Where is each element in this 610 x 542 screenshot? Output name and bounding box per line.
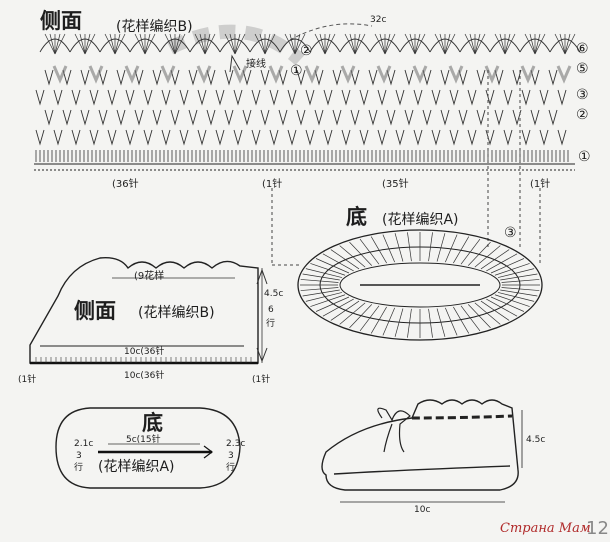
- page-number: 12: [586, 518, 609, 539]
- arrow: [256, 347, 268, 363]
- shoe-illustration: [321, 399, 523, 503]
- shoe-height-label: 4.5c: [526, 435, 546, 445]
- join-label: 接线: [246, 59, 266, 70]
- side-left-count: (1针: [18, 375, 37, 385]
- sole-left-unit: 行: [74, 463, 84, 473]
- sole-marker: ③: [504, 225, 517, 241]
- round-marker-2b: ②: [300, 43, 313, 59]
- chain-count-label: 32c: [370, 15, 387, 25]
- side-bottom-label: 10c(36针: [124, 371, 165, 381]
- round-marker-6: ⑥: [576, 41, 589, 57]
- stitch-count-right: (35针: [382, 179, 409, 190]
- diagram-title: 侧面: [40, 8, 82, 33]
- side-right-count: (1针: [252, 375, 271, 385]
- sole-subtitle: (花样编织A): [382, 212, 459, 228]
- sole-left-dim: 2.1c: [74, 439, 94, 449]
- join-arrow-line: [289, 23, 373, 41]
- stitch-chart: [34, 33, 581, 171]
- sole-left-rows: 3: [76, 451, 82, 461]
- side-rows-unit: 行: [266, 319, 276, 329]
- sole-panel-title: 底: [142, 410, 163, 435]
- side-title: 侧面: [74, 298, 116, 323]
- stitch-count-end: (1针: [530, 179, 551, 190]
- round-marker-5: ⑤: [576, 61, 589, 77]
- side-width-label: 10c(36针: [124, 347, 165, 357]
- round-marker-2: ②: [576, 107, 589, 123]
- arrow: [256, 268, 268, 285]
- diagram-subtitle: (花样编织B): [116, 19, 193, 35]
- round-marker-3: ③: [576, 87, 589, 103]
- sole-panel-subtitle: (花样编织A): [98, 459, 175, 475]
- sole-right-unit: 行: [226, 463, 236, 473]
- stitch-count-left: (36针: [112, 179, 139, 190]
- sole-stitch-chart: [297, 229, 543, 341]
- sole-right-rows: 3: [228, 451, 234, 461]
- round-marker-1b: ①: [290, 63, 303, 79]
- side-top-label: (9花样: [134, 271, 165, 282]
- sole-panel-width: 5c(15针: [126, 435, 161, 445]
- sole-panel-outline: [55, 407, 241, 489]
- arrow: [203, 445, 213, 459]
- side-subtitle: (花样编织B): [138, 305, 215, 321]
- sole-title: 底: [346, 204, 367, 229]
- side-panel-outline: [29, 257, 259, 364]
- join-pointer: [229, 54, 241, 73]
- stitch-count-mid: (1针: [262, 179, 283, 190]
- sole-right-dim: 2.3c: [226, 439, 246, 449]
- shoe-length-label: 10c: [414, 505, 431, 515]
- round-marker-1: ①: [578, 149, 591, 165]
- side-height-label: 4.5c: [264, 289, 284, 299]
- side-rows-label: 6: [268, 305, 274, 315]
- watermark: Страна Мам: [500, 521, 591, 536]
